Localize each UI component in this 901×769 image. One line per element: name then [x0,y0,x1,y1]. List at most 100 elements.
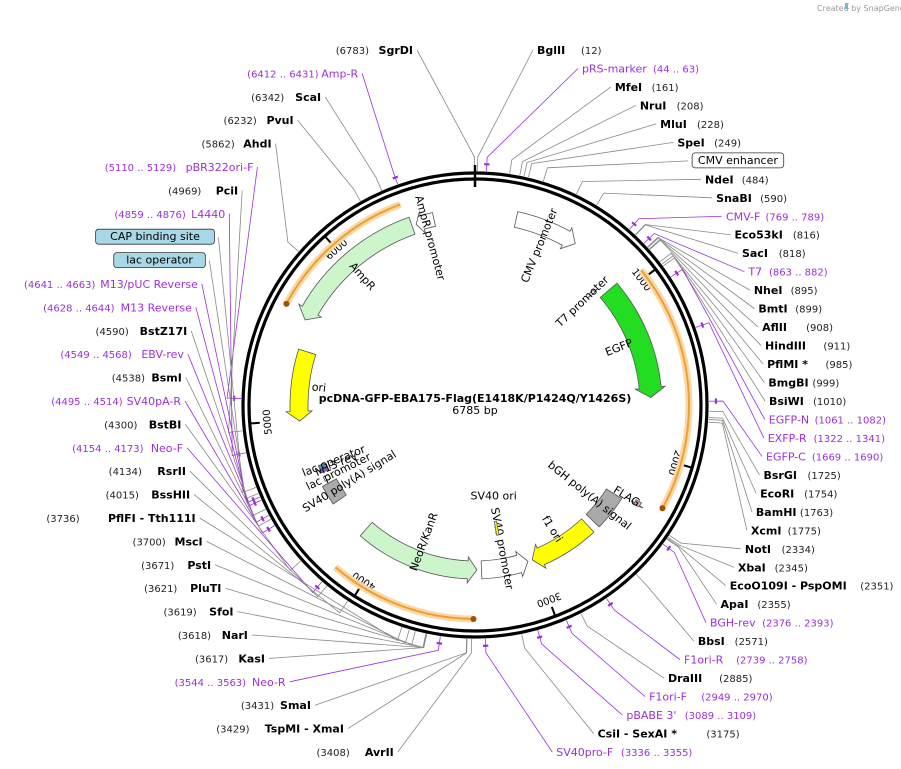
feature-label: SV40 ori [471,489,517,502]
leader-line [667,538,727,587]
site-name: BglII [537,44,565,57]
site-name: MscI [175,535,203,548]
site-position: (3408) [317,748,350,759]
label-m13-reverse: M13 Reverse(4628 .. 4644) [43,301,192,314]
site-name: SmaI [280,699,311,712]
label-snabi: SnaBI(590) [716,192,787,205]
site-name: Eco53kI [735,229,783,242]
label-sv40pa-r: SV40pA-R(4495 .. 4514) [51,395,181,408]
leader-line [666,538,717,605]
primer-mark [700,322,705,328]
feature-label: AmpR promoter [412,194,448,282]
site-position: (2334) [782,545,815,556]
site-name: SacI [742,247,768,260]
site-position: (3431) [241,701,274,712]
tick-label: 5000 [262,409,275,435]
tick-mark [249,421,260,425]
label-ecori: EcoRI(1754) [760,487,837,500]
leader-line [662,543,707,623]
primer-mark [666,545,672,552]
site-position: (911) [823,342,850,353]
label-mlui: MluI(228) [660,118,724,131]
leader-line [596,192,713,206]
feature-label: EGFP [603,336,635,359]
site-name: KasI [238,652,265,665]
leader-line [695,322,765,439]
site-name: CsiI - SexAI * [598,728,678,741]
label-eco53ki: Eco53kI(816) [735,229,820,242]
site-position: (3544 .. 3563) [175,678,247,689]
orf-arc-line [334,566,474,620]
label-bbsi: BbsI(2571) [698,635,768,648]
plasmid-length: 6785 bp [452,404,497,417]
label-cmv-f: CMV-F(769 .. 789) [726,210,824,223]
site-name: PstI [187,559,211,572]
orf-arrowhead [283,300,290,307]
site-name: SpeI [677,136,704,149]
leader-line [606,598,681,660]
site-position: (2739 .. 2758) [736,656,808,667]
site-position: (1061 .. 1082) [815,415,887,426]
site-name: XbaI [738,561,766,574]
site-name: pBABE 3' [626,709,676,722]
site-position: (12) [581,46,602,57]
label-pflfi-tth111i: PflFI - Tth111I(3736) [46,512,195,525]
feature-lac-operator [317,462,326,470]
primer-mark [260,515,265,522]
leader-line [708,417,757,494]
leader-line [228,213,246,457]
site-position: (999) [812,379,839,390]
label-bsrgi: BsrGI(1725) [763,469,840,482]
leader-line [297,119,361,202]
label-apai: ApaI(2355) [721,598,791,611]
label-bmgbi: BmgBI(999) [768,377,839,390]
leader-line [576,178,701,195]
leader-line [661,255,765,383]
orf-arrowhead [659,505,666,512]
site-name: NheI [754,284,783,297]
boxed-label-text: CAP binding site [110,230,200,243]
label-pcii: PciI (4969) [168,184,238,197]
leader-line [275,143,299,252]
site-position: (6342) [251,93,284,104]
leader-line [708,419,753,512]
site-name: CMV-F [726,210,760,223]
tick-label: 3000 [535,589,563,608]
label-bamhi: BamHI(1763) [756,506,833,519]
site-position: (3671) [141,561,174,572]
site-position: (5110 .. 5129) [105,163,177,174]
label-ndei: NdeI(484) [705,173,769,186]
site-position: (6232) [224,116,257,127]
leader-line [195,307,262,507]
label-bsiwi: BsiWI(1010) [769,395,846,408]
site-name: PciI [216,184,238,197]
leader-line [667,536,735,568]
site-position: (1763) [800,508,833,519]
label-cmv-enhancer: CMV enhancer [691,152,785,169]
site-position: (3617) [195,654,228,665]
leader-line [226,166,258,399]
site-name: BGH-rev [710,617,756,630]
site-name: BstZ17I [140,325,188,338]
site-name: MfeI [615,81,642,94]
tick-mark [550,606,557,617]
site-name: NdeI [705,173,734,186]
leader-line [649,239,759,328]
site-position: (4641 .. 4663) [24,280,96,291]
label-neo-r: Neo-R(3544 .. 3563) [175,676,286,689]
leader-line [635,224,739,254]
site-name: SgrDI [379,44,413,57]
boxed-label-frame [95,228,215,245]
site-position: (1725) [807,471,840,482]
site-position: (4969) [168,186,201,197]
site-position: (3736) [46,514,79,525]
site-name: EBV-rev [141,348,184,361]
leader-line [185,377,271,527]
feature-neor-kanr [359,521,478,585]
label-m13-puc-reverse: M13/pUC Reverse(4641 .. 4663) [24,278,198,291]
label-ebv-rev: EBV-rev(4549 .. 4568) [60,348,184,361]
site-name: AflII [762,321,787,334]
label-neo-f: Neo-F(4154 .. 4173) [72,442,183,455]
leader-line [193,494,348,614]
site-position: (1669 .. 1690) [812,452,884,463]
